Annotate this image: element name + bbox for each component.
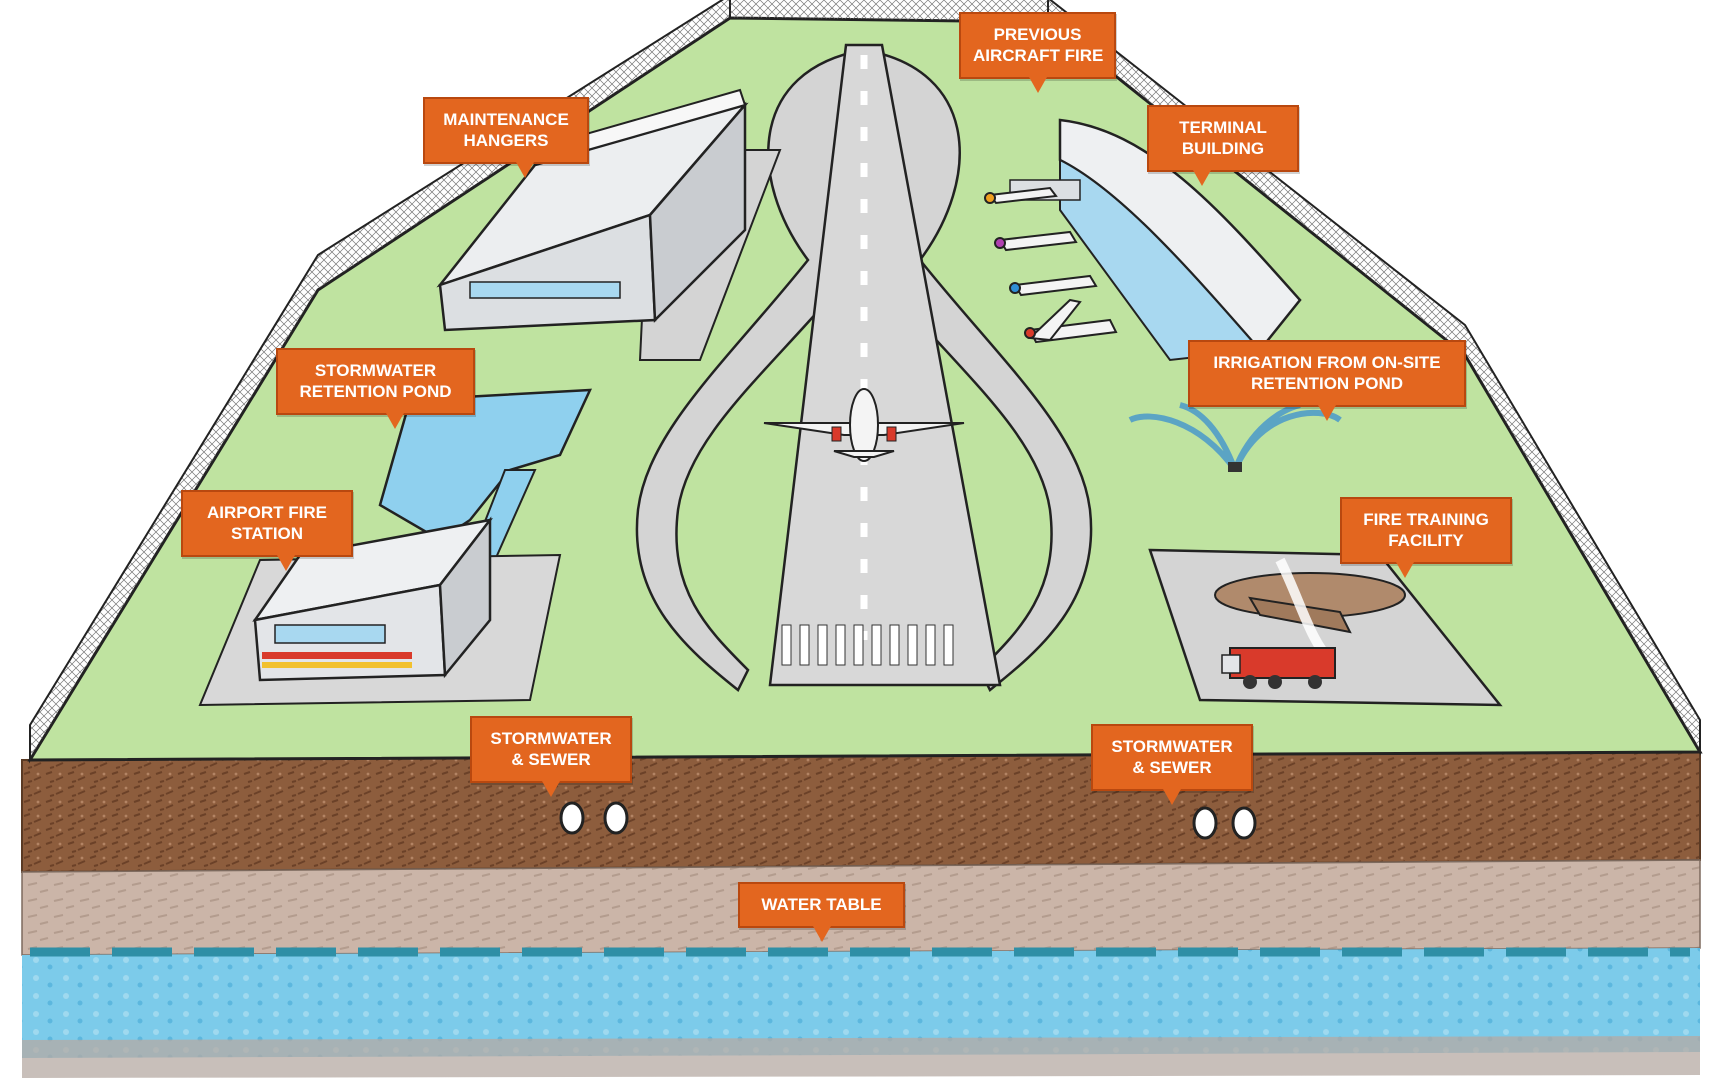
label-line: AIRPORT FIRE — [207, 503, 327, 522]
water-layer — [22, 948, 1700, 1058]
maintenance-hangar — [436, 88, 749, 332]
callout-maintenance-hangers: MAINTENANCE HANGERS — [423, 97, 589, 178]
threshold-markings — [781, 624, 954, 666]
callout-water-table: WATER TABLE — [738, 882, 905, 942]
label-line: FACILITY — [1388, 531, 1464, 550]
label-line: TERMINAL — [1179, 118, 1267, 137]
sprinkler-icon — [1128, 402, 1342, 472]
callout-irrigation: IRRIGATION FROM ON-SITE RETENTION POND — [1188, 340, 1466, 421]
taxiway-loop — [862, 48, 1093, 692]
parked-aircraft — [984, 186, 1118, 344]
terminal-building — [1009, 118, 1302, 362]
label-line: MAINTENANCE — [443, 110, 569, 129]
pipe-icon — [559, 801, 1257, 840]
soil-layer — [21, 750, 1701, 874]
label-line: WATER TABLE — [761, 895, 882, 914]
fire-station — [198, 516, 562, 707]
label-line: IRRIGATION FROM ON-SITE — [1213, 353, 1441, 372]
label-line: FIRE TRAINING — [1363, 510, 1489, 529]
groundwater-lower — [22, 1036, 1700, 1078]
callout-stormwater-sewer-left: STORMWATER & SEWER — [470, 716, 632, 797]
callout-stormwater-retention-pond: STORMWATER RETENTION POND — [276, 348, 475, 429]
runway-strip — [768, 43, 1002, 687]
retention-pond — [378, 388, 593, 542]
label-line: AIRCRAFT FIRE — [973, 46, 1104, 65]
ground-layers — [21, 750, 1701, 1078]
label-line: STORMWATER — [1111, 737, 1233, 756]
callout-stormwater-sewer-right: STORMWATER & SEWER — [1091, 724, 1253, 805]
label-line: RETENTION POND — [1250, 374, 1404, 393]
label-line: STATION — [230, 524, 304, 543]
callout-fire-training-facility: FIRE TRAINING FACILITY — [1340, 497, 1512, 578]
label-line: & SEWER — [511, 750, 591, 769]
callout-previous-aircraft-fire: PREVIOUS AIRCRAFT FIRE — [959, 12, 1116, 93]
label-line: BUILDING — [1181, 139, 1265, 158]
aircraft-icon — [763, 388, 965, 462]
label-line: RETENTION POND — [299, 382, 452, 401]
callout-terminal-building: TERMINAL BUILDING — [1147, 105, 1299, 186]
label-line: HANGERS — [463, 131, 549, 150]
label-line: & SEWER — [1132, 758, 1212, 777]
fire-truck-icon — [1221, 647, 1336, 689]
label-line: STORMWATER — [314, 361, 437, 380]
fire-training-facility — [1148, 548, 1503, 707]
label-line: STORMWATER — [490, 729, 612, 748]
label-line: PREVIOUS — [993, 25, 1082, 44]
callout-airport-fire-station: AIRPORT FIRE STATION — [181, 490, 353, 571]
